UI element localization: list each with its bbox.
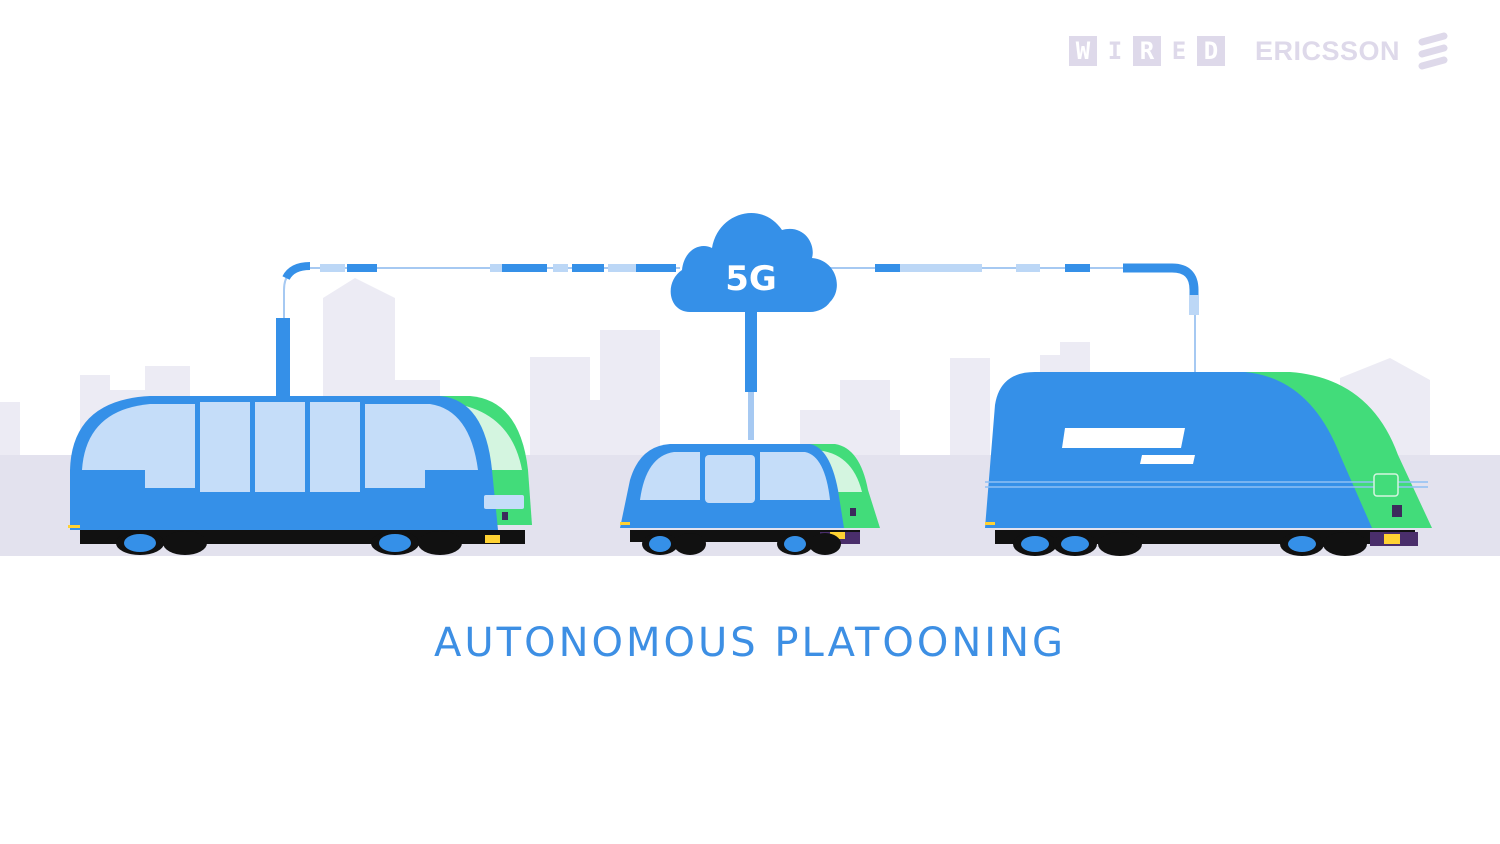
ericsson-wordmark: ERICSSON: [1254, 35, 1400, 66]
ericsson-stripes-icon: [1418, 32, 1448, 70]
autonomous-car: [620, 444, 880, 555]
wired-letter: D: [1196, 36, 1225, 66]
wired-letter: E: [1171, 37, 1187, 65]
cloud-icon: 5G: [670, 212, 837, 312]
brand-logos: W I R E D ERICSSON: [1068, 32, 1448, 70]
wired-logo: W I R E D: [1068, 36, 1225, 66]
wired-letter: R: [1132, 36, 1161, 66]
caption-title: AUTONOMOUS PLATOONING: [434, 620, 1066, 666]
wired-letter: I: [1107, 37, 1123, 65]
network-connection-lines: [276, 262, 1199, 440]
autonomous-bus: [68, 396, 532, 555]
ericsson-logo: ERICSSON: [1255, 32, 1448, 70]
cloud-5g-label: 5G: [725, 259, 777, 299]
autonomous-truck: [985, 372, 1432, 556]
wired-letter: W: [1068, 36, 1097, 66]
